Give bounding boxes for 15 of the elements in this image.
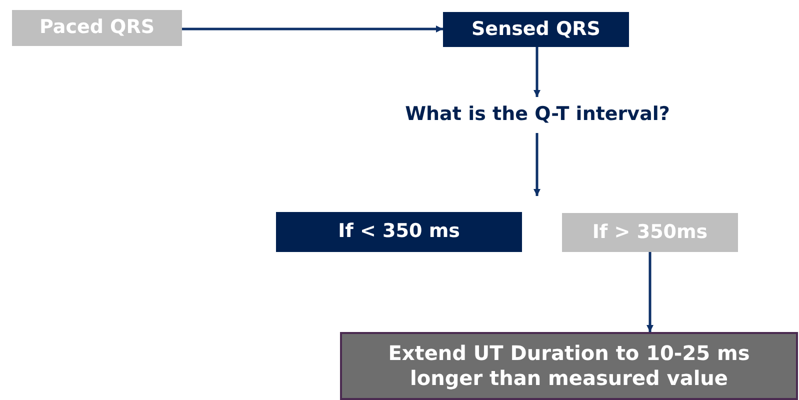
arrow [534,47,540,97]
process-box [443,12,629,47]
condition-box [562,213,738,252]
condition-box [276,212,522,252]
arrow [182,26,443,32]
action-box [340,332,798,400]
box-label: Extend UT Duration to 10-25 ms longer than measured value [387,341,751,391]
box-label: If < 350 ms [338,220,460,244]
box-label: Sensed QRS [472,18,600,42]
arrow [534,133,540,196]
question-text: What is the Q-T interval? [355,97,720,133]
start-box [12,10,182,46]
box-label: Paced QRS [39,16,155,40]
arrow [646,252,654,332]
box-label: If > 350ms [592,220,708,244]
